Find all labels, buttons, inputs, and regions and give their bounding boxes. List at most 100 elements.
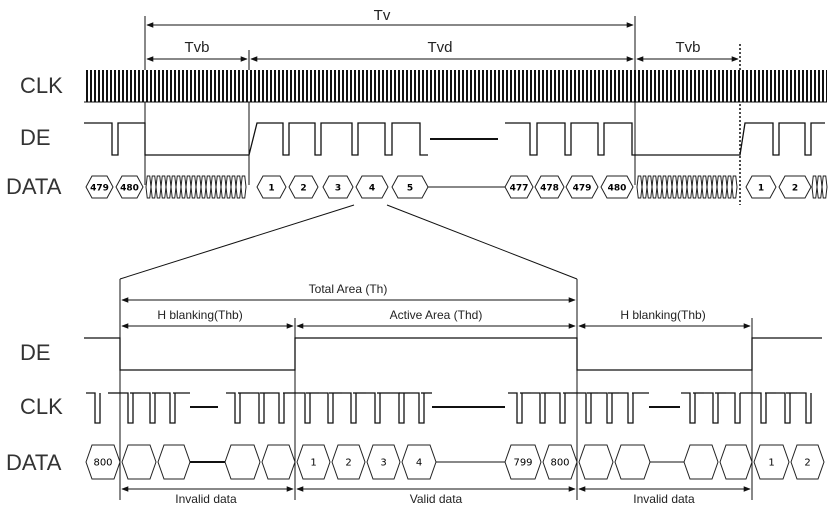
blank-cell-0 [240, 175, 247, 199]
clk-pulse [119, 392, 134, 424]
cell-479b-label: 479 [573, 184, 592, 194]
top-de-waveform [84, 122, 825, 156]
clk-pulse [598, 392, 613, 424]
blank-cell-1 [636, 175, 643, 199]
blank-cell-0 [150, 175, 157, 199]
cell-478: 478 [534, 175, 565, 199]
bnext-cell-1: 1 [753, 444, 790, 480]
cell-480a-label: 480 [120, 184, 139, 194]
cell-3-label: 3 [335, 184, 341, 194]
clk-pulse [390, 392, 405, 424]
tv-label: Tv [374, 7, 391, 24]
zoom-line-left [119, 204, 355, 280]
clk-pulse [681, 392, 696, 424]
clk-pulse [776, 392, 791, 424]
blank-cell-1 [716, 175, 723, 199]
blank-cell-0 [215, 175, 222, 199]
invalid-cell [224, 444, 261, 480]
valid-data-label: Valid data [410, 492, 463, 506]
next-cell-1: 1 [745, 175, 777, 199]
blank-cell-0 [160, 175, 167, 199]
bcell-3-label: 3 [380, 458, 386, 469]
blank-cell-1 [701, 175, 708, 199]
bottom-de-waveform [84, 337, 822, 371]
blank-cell-1 [661, 175, 668, 199]
bcell-800a-label: 800 [93, 458, 112, 469]
next-cell-2-label: 2 [792, 184, 798, 194]
bottom-clk-waveform [86, 392, 812, 424]
invalid-left-label: Invalid data [175, 492, 237, 506]
clk-pulse [319, 392, 334, 424]
cell-2: 2 [288, 175, 319, 199]
blank-cell-0 [175, 175, 182, 199]
blank-cell-1 [641, 175, 648, 199]
cell-1: 1 [256, 175, 287, 199]
cell-5-label: 5 [407, 184, 413, 194]
clk-pulse [296, 392, 311, 424]
invalid-right-label: Invalid data [633, 492, 695, 506]
cell-480b-label: 480 [608, 184, 627, 194]
bcell-4-label: 4 [416, 458, 422, 469]
bcell-2-label: 2 [345, 458, 351, 469]
blank-cell-0 [145, 175, 152, 199]
blank-cell-0 [190, 175, 197, 199]
blank-cell-0 [195, 175, 202, 199]
blank-cell-1 [676, 175, 683, 199]
bcell-1: 1 [296, 444, 331, 480]
clk-pulse [508, 392, 523, 424]
blank-cell-1 [681, 175, 688, 199]
blank-cell-1 [696, 175, 703, 199]
blank-cell-1 [656, 175, 663, 199]
top-clk-waveform [84, 70, 827, 102]
bcell-800b: 800 [542, 444, 578, 480]
cell-3: 3 [322, 175, 354, 199]
blank-cell-2 [811, 175, 818, 199]
clk-pulse [531, 392, 546, 424]
next-cell-2: 2 [778, 175, 812, 199]
invalid-cell [614, 444, 651, 480]
bottom-data-label: DATA [6, 450, 62, 475]
hblank-right-label: H blanking(Thb) [620, 308, 705, 322]
cell-480b: 480 [600, 175, 634, 199]
blank-cell-1 [711, 175, 718, 199]
blank-cell-1 [721, 175, 728, 199]
cell-478-label: 478 [540, 184, 559, 194]
clk-pulse [726, 392, 741, 424]
bnext-cell-2-label: 2 [804, 458, 810, 469]
cell-5: 5 [391, 175, 429, 199]
blank-cell-2 [816, 175, 823, 199]
bcell-800b-label: 800 [550, 458, 569, 469]
cell-2-label: 2 [300, 184, 306, 194]
blank-cell-1 [691, 175, 698, 199]
cell-4: 4 [355, 175, 389, 199]
bcell-2: 2 [331, 444, 366, 480]
clk-pulse [619, 392, 634, 424]
top-data-label: DATA [6, 174, 62, 199]
blank-cell-0 [185, 175, 192, 199]
clk-pulse [410, 392, 425, 424]
bnext-cell-2: 2 [790, 444, 825, 480]
blank-cell-1 [651, 175, 658, 199]
top-clk-label: CLK [20, 73, 63, 98]
invalid-cell [261, 444, 296, 480]
top-de-label: DE [20, 125, 51, 150]
bcell-3: 3 [366, 444, 401, 480]
bnext-cell-1-label: 1 [768, 458, 774, 469]
blank-cell-1 [671, 175, 678, 199]
clk-pulse [161, 392, 176, 424]
cell-1-label: 1 [268, 184, 274, 194]
blank-cell-0 [220, 175, 227, 199]
invalid-cell [683, 444, 719, 480]
active-area-label: Active Area (Thd) [390, 308, 483, 322]
cell-479a: 479 [85, 175, 114, 199]
clk-pulse [342, 392, 357, 424]
blank-cell-1 [646, 175, 653, 199]
bottom-clk-label: CLK [20, 394, 63, 419]
clk-pulse [577, 392, 592, 424]
clk-pulse [704, 392, 719, 424]
clk-pulse [797, 392, 812, 424]
blank-cell-1 [726, 175, 733, 199]
